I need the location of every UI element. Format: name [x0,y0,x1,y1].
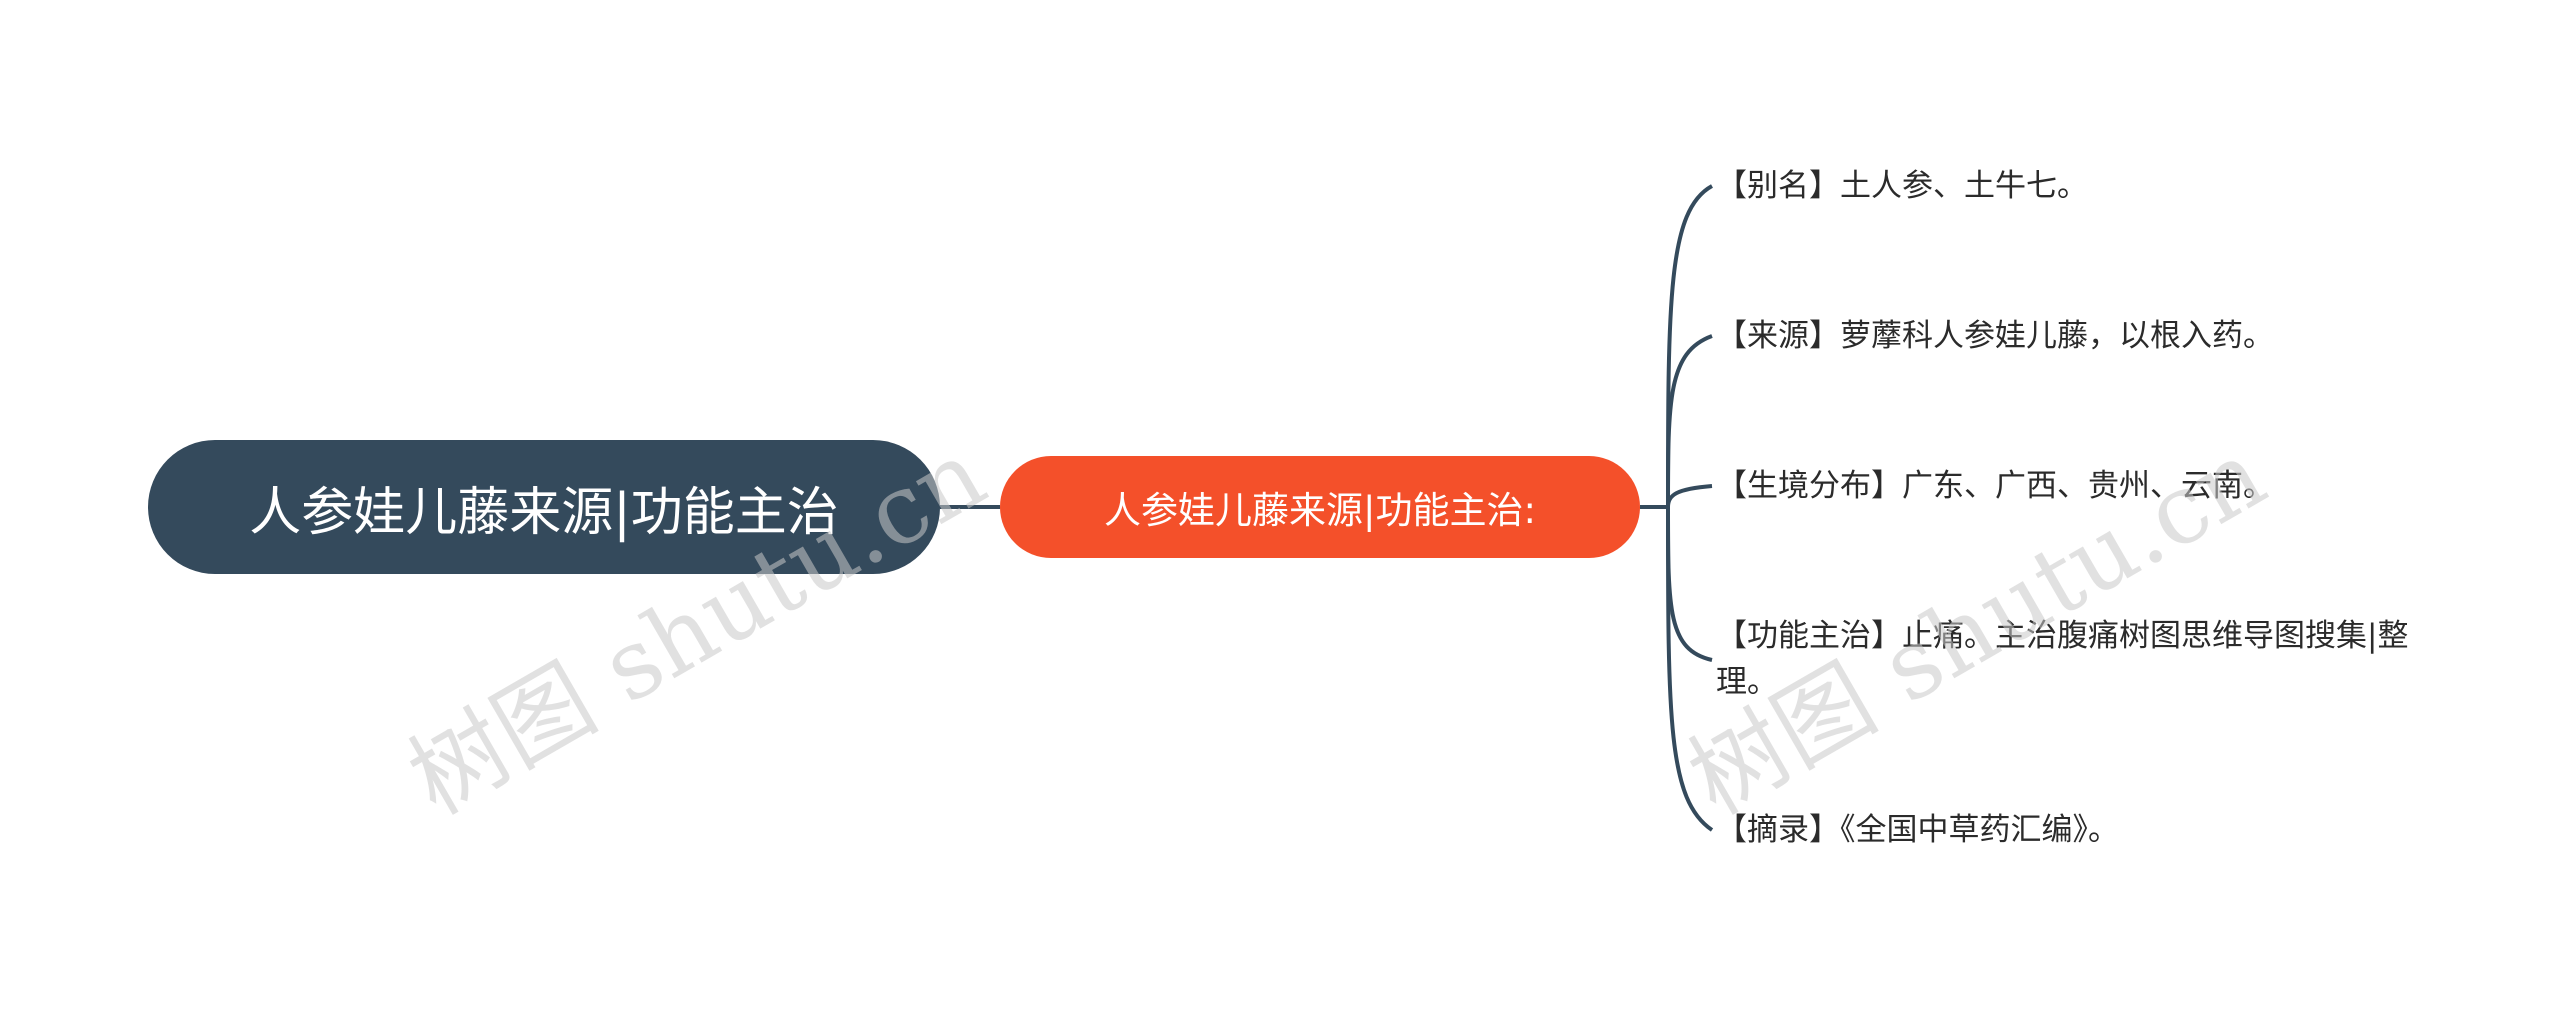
leaf-topic-label: 【别名】土人参、土牛七。 [1716,168,2088,204]
leaf-topic-label: 【生境分布】广东、广西、贵州、云南。 [1716,468,2274,504]
root-topic-node[interactable]: 人参娃儿藤来源|功能主治 [148,440,940,574]
leaf-topic-alias[interactable]: 【别名】土人参、土牛七。 [1716,163,2416,209]
leaf-topic-label: 【摘录】《全国中草药汇编》。 [1716,812,2119,848]
leaf-topic-label: 【来源】萝藦科人参娃儿藤，以根入药。 [1716,318,2274,354]
leaf-connector-4 [1666,506,1713,662]
leaf-connector-1 [1666,184,1713,508]
leaf-connector-3 [1666,484,1713,508]
branch-topic-node[interactable]: 人参娃儿藤来源|功能主治: [1000,456,1640,558]
branch-topic-label: 人参娃儿藤来源|功能主治: [1104,489,1536,532]
leaf-topic-habitat[interactable]: 【生境分布】广东、广西、贵州、云南。 [1716,463,2416,509]
root-topic-label: 人参娃儿藤来源|功能主治 [249,482,839,543]
leaf-topic-excerpt[interactable]: 【摘录】《全国中草药汇编》。 [1716,807,2416,853]
leaf-topic-indications[interactable]: 【功能主治】止痛。主治腹痛树图思维导图搜集|整理。 [1716,613,2416,705]
leaf-connector-5 [1666,506,1714,832]
leaf-topic-source[interactable]: 【来源】萝藦科人参娃儿藤，以根入药。 [1716,313,2416,359]
leaf-connector-2 [1666,334,1713,508]
leaf-topic-label: 【功能主治】止痛。主治腹痛树图思维导图搜集|整理。 [1716,618,2409,700]
